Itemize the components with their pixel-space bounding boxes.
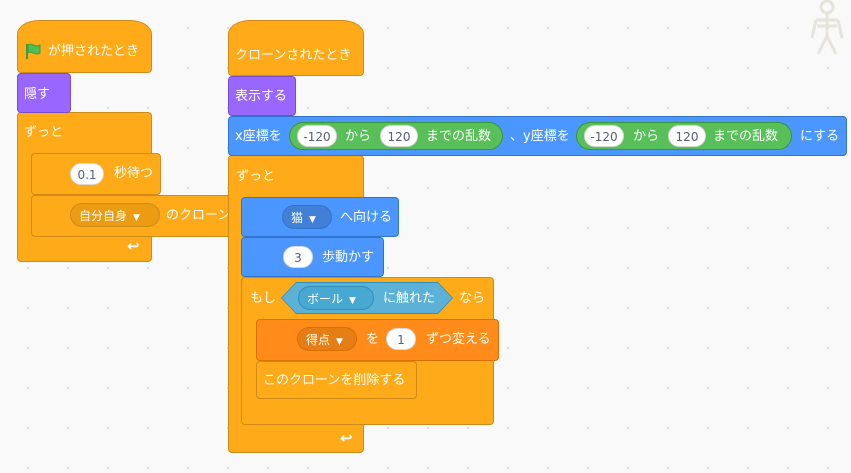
point-label: へ向ける <box>340 210 393 225</box>
show-block[interactable] <box>228 76 296 116</box>
change-amount-input[interactable]: 1 <box>386 328 416 350</box>
forever-2-label: ずっと <box>236 169 276 184</box>
delete-clone-label: このクローンを削除する <box>263 373 406 388</box>
goto-y-label: 、y座標を <box>510 129 570 144</box>
kara-2-label: から <box>633 129 660 144</box>
when-clone-start-hat[interactable] <box>228 20 364 76</box>
point-target-value: 猫 <box>291 211 304 225</box>
hide-label: 隠す <box>24 87 51 102</box>
sprite-thumbnail <box>804 0 850 56</box>
dropdown-arrow-icon: ▼ <box>336 337 343 347</box>
show-label: 表示する <box>235 89 288 104</box>
delete-clone-block[interactable] <box>256 361 417 399</box>
change-variable-block[interactable] <box>256 319 499 361</box>
wait-seconds-input[interactable]: 0.1 <box>70 163 104 185</box>
kara-1-label: から <box>345 129 372 144</box>
random-1-label: までの乱数 <box>426 129 492 144</box>
wait-label: 秒待つ <box>114 166 154 181</box>
change-wo-label: を <box>366 332 380 347</box>
sprite-skeleton-icon <box>810 0 844 55</box>
touch-label: に触れた <box>383 291 436 306</box>
x-to-input[interactable]: 120 <box>380 125 418 147</box>
clone-target-value: 自分自身 <box>79 209 128 223</box>
touch-target-dropdown[interactable]: ボール ▼ <box>298 286 374 310</box>
move-label: 歩動かす <box>322 250 375 265</box>
forever-1-label: ずっと <box>24 125 64 140</box>
if-label: もし <box>250 291 277 306</box>
variable-dropdown[interactable]: 得点 ▼ <box>297 327 357 351</box>
when-flag-clicked-label: が押されたとき <box>48 44 140 59</box>
clone-target-dropdown[interactable]: 自分自身 ▼ <box>70 203 160 227</box>
green-flag-icon <box>26 43 41 59</box>
touch-target-value: ボール <box>307 292 344 306</box>
variable-value: 得点 <box>306 333 331 347</box>
move-steps-input[interactable]: 3 <box>283 246 313 268</box>
dropdown-arrow-icon: ▼ <box>133 213 140 223</box>
random-2-label: までの乱数 <box>713 129 779 144</box>
dropdown-arrow-icon: ▼ <box>349 296 356 306</box>
y-to-input[interactable]: 120 <box>668 125 706 147</box>
point-target-dropdown[interactable]: 猫▼ <box>282 205 332 229</box>
goto-x-label: x座標を <box>235 129 282 144</box>
loop-arrow-icon: ↩ <box>127 237 140 255</box>
when-clone-start-label: クローンされたとき <box>235 48 352 63</box>
x-from-input[interactable]: -120 <box>297 125 337 147</box>
change-label: ずつ変える <box>426 332 491 347</box>
loop-arrow-icon-2: ↩ <box>340 429 353 447</box>
clone-label: のクローン <box>166 208 231 223</box>
y-from-input[interactable]: -120 <box>584 125 624 147</box>
then-label: なら <box>459 291 486 306</box>
hide-block[interactable] <box>17 73 71 113</box>
nisuru-label: にする <box>800 129 840 144</box>
dropdown-arrow-icon: ▼ <box>309 215 316 225</box>
